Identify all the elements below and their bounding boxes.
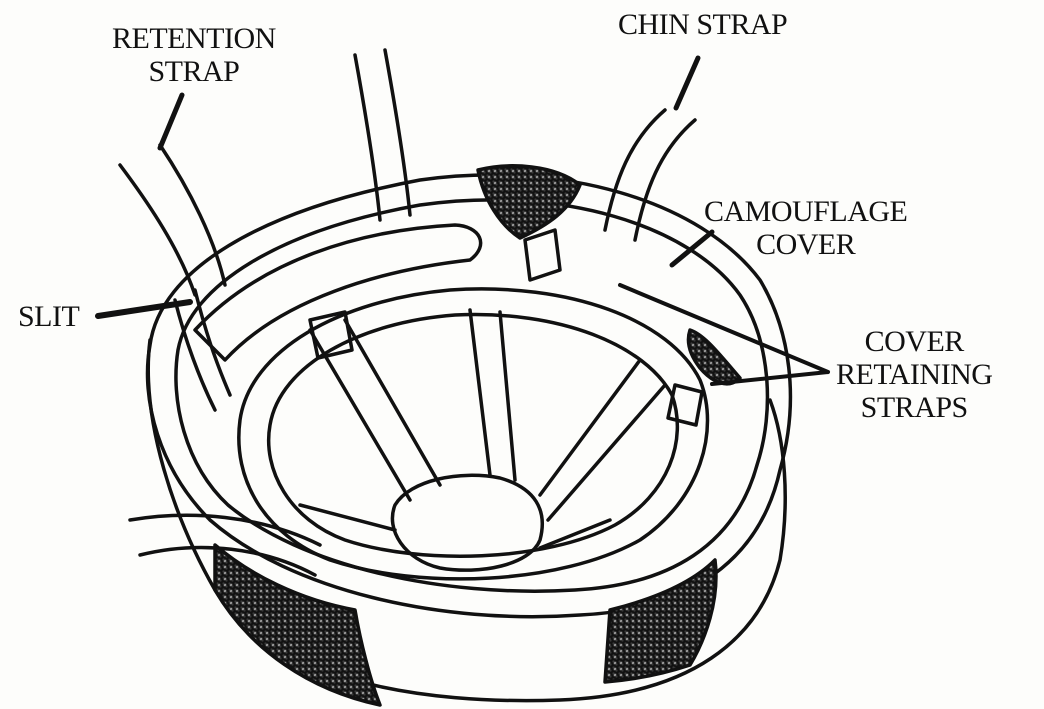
buckle-1 <box>525 230 560 280</box>
camo-patch-top <box>478 166 580 238</box>
leader-chin-strap <box>676 58 698 108</box>
label-camouflage-cover: CAMOUFLAGE COVER <box>704 195 907 261</box>
suspension-strap-1 <box>310 320 440 500</box>
label-chin-strap: CHIN STRAP <box>618 8 787 41</box>
retention-strap <box>120 145 225 295</box>
cover-fold-left <box>175 290 230 410</box>
label-cover-retaining-straps: COVER RETAINING STRAPS <box>836 325 992 424</box>
headband-inner <box>269 315 678 557</box>
leader-retention-strap <box>160 95 182 148</box>
buckle-3 <box>668 385 702 425</box>
suspension-strap-3 <box>540 360 665 520</box>
chin-strap <box>605 110 695 240</box>
suspension-strap-2 <box>470 310 515 480</box>
label-slit: SLIT <box>18 300 79 333</box>
retention-strap-middle <box>355 50 410 220</box>
label-retention-strap: RETENTION STRAP <box>112 22 276 88</box>
